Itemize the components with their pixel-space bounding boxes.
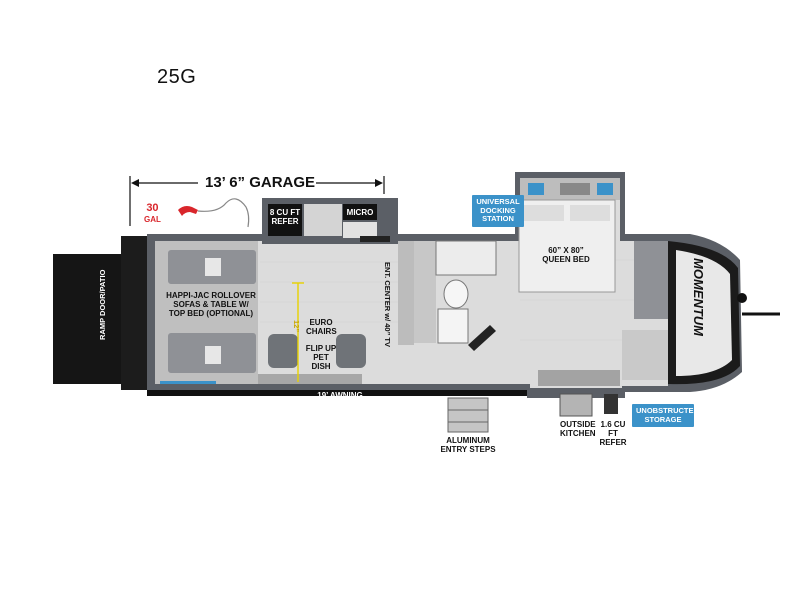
ramp-door-label: RAMP DOOR/PATIO: [98, 269, 107, 340]
awning: [147, 390, 527, 396]
ent-center-label: ENT. CENTER w/ 40” TV: [383, 262, 392, 348]
model-name: 25G: [157, 66, 197, 88]
queen-bed-label: 60” x 80” QUEEN BED: [542, 246, 590, 264]
entry-steps: [447, 397, 489, 433]
euro-chair-right: [336, 334, 366, 368]
brand-logo: MOMENTUM: [691, 258, 706, 336]
fuel-nozzle-icon: [178, 198, 250, 228]
outside-refer-label: 1.6 CU FT REFER: [599, 420, 627, 447]
euro-chairs-label: EURO CHAIRS: [306, 318, 337, 336]
fuel-amount: 30: [146, 202, 159, 214]
entry-steps-label: ALUMINUM ENTRY STEPS: [440, 436, 496, 454]
euro-chair-left: [268, 334, 298, 368]
garage-refer-label: 8 CU FT REFER: [269, 208, 301, 226]
sofas-label: HAPPI-JAC ROLLOVER SOFAS & TABLE w/ TOP …: [166, 291, 256, 318]
fuel-unit: GAL: [144, 215, 161, 224]
unobstructed-storage-callout: UNOBSTRUCTED STORAGE: [632, 404, 699, 427]
garage-dimension-line: [129, 176, 385, 226]
micro-label: MICRO: [346, 208, 374, 217]
fuel-capacity: 30 GAL: [144, 203, 161, 225]
outside-kitchen-label: OUTSIDE KITCHEN: [560, 420, 596, 438]
pet-dish-label: FLIP UP PET DISH: [305, 344, 337, 371]
dimension-12-label: 12”: [292, 320, 301, 333]
awning-label: 19’ AWNING: [317, 391, 363, 400]
docking-station-callout: UNIVERSAL DOCKING STATION: [472, 195, 524, 227]
garage-length-label: 13’ 6” GARAGE: [205, 174, 316, 191]
